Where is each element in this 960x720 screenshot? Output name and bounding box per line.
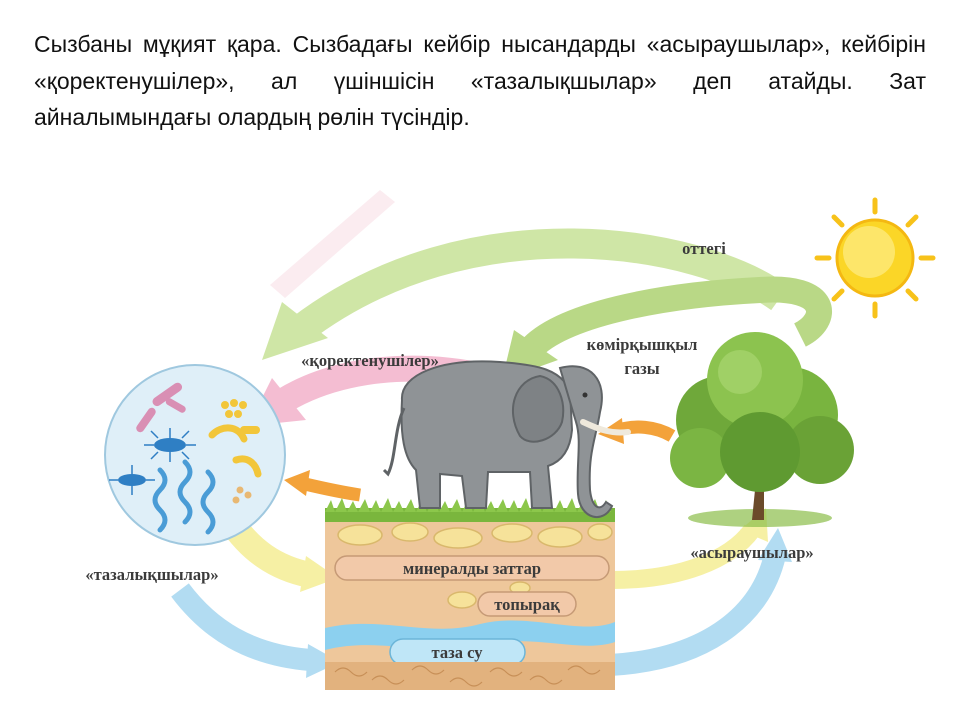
label-decomposers: «тазалықшылар» (85, 565, 218, 584)
label-water: таза су (432, 643, 484, 662)
oxygen-arrowhead (262, 302, 328, 360)
label-minerals: минералды заттар (403, 559, 541, 578)
water-arrowhead-right (758, 528, 792, 562)
co2-arrow (520, 276, 832, 360)
feeding-arrowhead-2 (284, 470, 310, 496)
nutrient-arrow (611, 524, 760, 589)
label-co2-line2: газы (624, 359, 659, 378)
label-co2-line1: көмірқышқыл (587, 335, 698, 354)
oxygen-arrow (290, 228, 789, 342)
feeding-arrow-elephant-microbes (303, 477, 361, 502)
label-oxygen: оттегі (682, 239, 726, 258)
label-soil: топырақ (494, 595, 560, 614)
water-arrow-right (609, 552, 786, 676)
label-producers: «асыраушылар» (690, 543, 813, 562)
water-arrow-left (171, 583, 312, 671)
instruction-text: Сызбаны мұқият қара. Сызбадағы кейбір ны… (34, 31, 926, 130)
elephant-icon (382, 360, 631, 518)
decomposer-arrowhead (300, 556, 338, 592)
watermark (270, 190, 395, 298)
water-arrowhead-left (306, 644, 340, 678)
label-consumers: «қоректенушілер» (301, 351, 439, 370)
nutrient-cycle-diagram: оттегі көмірқышқыл газы «қоректенушілер»… (85, 190, 936, 690)
sun-icon (814, 197, 936, 319)
tree-icon (670, 332, 854, 527)
microbes-icon (104, 364, 286, 546)
